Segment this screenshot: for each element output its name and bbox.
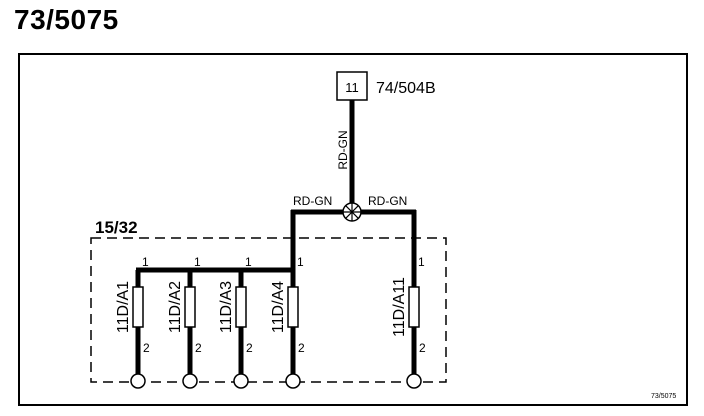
component-body xyxy=(184,286,196,328)
figure-ref-label: 73/5075 xyxy=(651,393,676,400)
component-pin-top-label: 1 xyxy=(297,255,304,269)
terminal-icon xyxy=(406,373,422,389)
component-2: 1 11D/A2 2 xyxy=(167,255,202,389)
module-box xyxy=(90,237,447,383)
component-pin-top-label: 1 xyxy=(194,255,201,269)
module-label: 15/32 xyxy=(95,218,138,237)
terminal-icon xyxy=(182,373,198,389)
terminal-icon xyxy=(130,373,146,389)
component-pin-bottom-label: 2 xyxy=(143,341,150,355)
wire-right-color-label: RD-GN xyxy=(368,194,407,208)
component-body xyxy=(235,286,247,328)
diagram-frame xyxy=(18,53,688,406)
component-3: 1 11D/A3 2 xyxy=(218,255,253,389)
components-group: 1 11D/A1 2 1 11D/A2 2 1 11D/A3 2 1 11D/A4 2 1 11D/A11… xyxy=(115,255,426,389)
component-1: 1 11D/A1 2 xyxy=(115,255,150,389)
terminal-icon xyxy=(285,373,301,389)
component-pin-bottom-label: 2 xyxy=(298,341,305,355)
component-pin-top-label: 1 xyxy=(142,255,149,269)
component-label: 11D/A3 xyxy=(218,281,235,333)
component-pin-top-label: 1 xyxy=(418,255,425,269)
component-label: 11D/A2 xyxy=(167,281,184,333)
component-label: 11D/A11 xyxy=(391,277,408,337)
component-pin-top-label: 1 xyxy=(245,255,252,269)
component-body xyxy=(408,286,420,328)
component-body xyxy=(287,286,299,328)
component-4: 1 11D/A4 2 xyxy=(270,255,305,389)
page-title: 73/5075 xyxy=(14,4,119,35)
component-5: 1 11D/A11 2 xyxy=(391,255,426,389)
component-pin-bottom-label: 2 xyxy=(195,341,202,355)
terminal-icon xyxy=(233,373,249,389)
component-body xyxy=(132,286,144,328)
wire-vertical-color-label: RD-GN xyxy=(336,130,350,169)
component-pin-bottom-label: 2 xyxy=(246,341,253,355)
connector-id-label: 74/504B xyxy=(376,80,436,97)
connector-pin-label: 11 xyxy=(345,80,359,95)
component-pin-bottom-label: 2 xyxy=(419,341,426,355)
component-label: 11D/A1 xyxy=(115,281,132,333)
splice-icon xyxy=(342,202,362,222)
component-label: 11D/A4 xyxy=(270,281,287,333)
wire-left-color-label: RD-GN xyxy=(293,194,332,208)
